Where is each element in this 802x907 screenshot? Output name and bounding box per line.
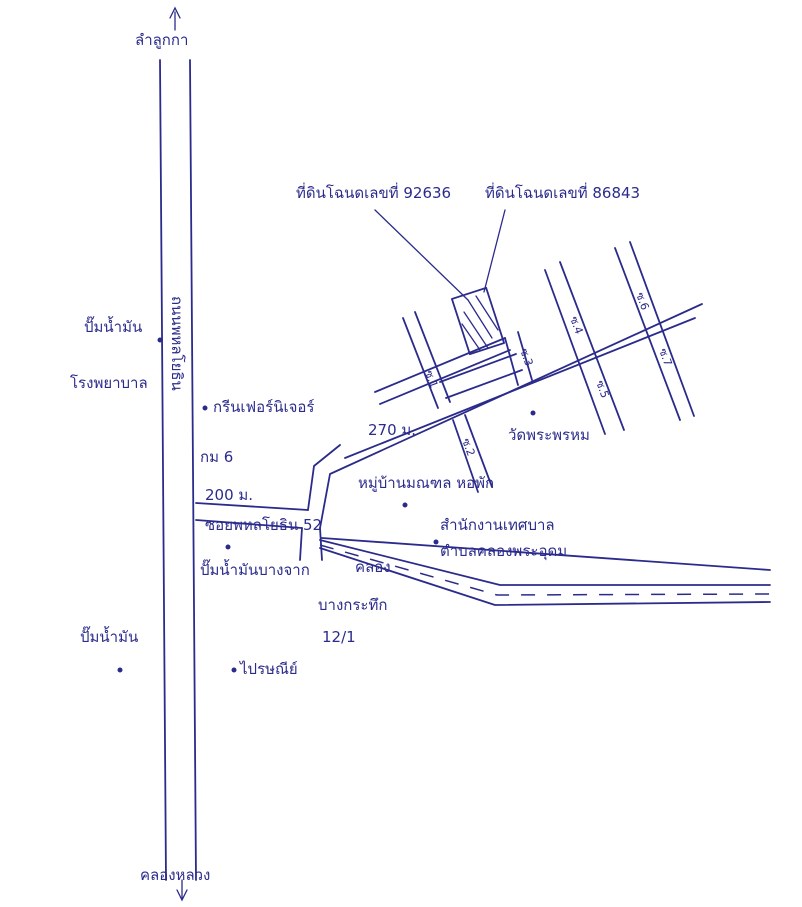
junction-label: บางกระทึก [318,596,387,614]
north-destination-label: ลำลูกกา [135,31,188,49]
main-road-label: ถนนพหลโยธิน [168,296,186,391]
distance-270-label: 270 ม. [368,421,416,439]
alley-4-label: ซ.4 [567,315,585,336]
canal [319,539,771,606]
hospital-label: โรงพยาบาล [70,374,148,392]
soi-label: ซอยพหลโยธิน 52 [205,516,322,534]
parcel-b-label: ที่ดินโฉนดเลขที่ 86843 [485,182,640,202]
alley-1-label: ซ.1 [422,369,440,390]
alley-6-label: ซ.6 [633,291,651,312]
km-label: กม 6 [200,448,233,466]
gas-station-1-label: ปั๊มน้ำมัน [84,316,142,336]
furniture-label: กรีนเฟอร์นิเจอร์ [213,398,314,416]
parcel-a-label: ที่ดินโฉนดเลขที่ 92636 [296,182,451,202]
alley-2-label: ซ.2 [459,437,477,458]
gas-station-3-label: ปั๊มน้ำมัน [80,626,138,646]
main-road [159,6,197,902]
alley-7-label: ซ.7 [656,347,674,368]
distance-200-label: 200 ม. [205,486,253,504]
parcels [374,209,506,356]
post-office-label: ไปรษณีย์ [239,660,298,678]
canal-label: คลอง [355,558,391,576]
temple-label: วัดพระพรหม [508,426,590,444]
landmark-dots [117,337,536,673]
village-label: หมู่บ้านมณฑล หอพัก [358,474,494,492]
municipal-office-label: สำนักงานเทศบาล [440,516,555,534]
junction-number-label: 12/1 [322,628,356,646]
south-destination-label: คลองหลวง [140,866,210,884]
alley-3-label: ซ.3 [517,347,535,368]
subdistrict-label: ตำบลคลองพระอุดม [440,542,567,561]
alleys [374,241,695,493]
alley-5-label: ซ.5 [593,379,611,400]
gas-station-2-label: ปั๊มน้ำมันบางจาก [200,559,310,579]
